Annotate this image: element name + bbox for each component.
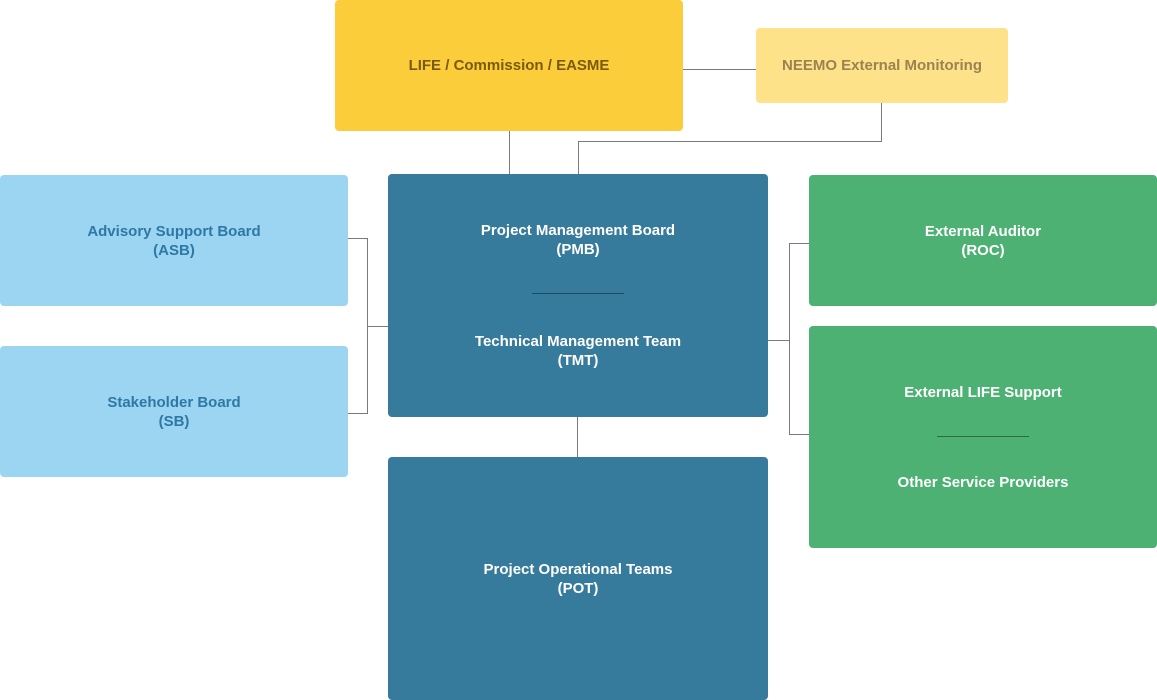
sb-abbreviation: (SB) — [158, 412, 190, 430]
life-commission-easme-box: LIFE / Commission / EASME — [335, 0, 683, 131]
life-commission-easme-label: LIFE / Commission / EASME — [408, 57, 610, 74]
connector-boards-to-pmb — [348, 238, 388, 414]
project-operational-teams-box: Project Operational Teams (POT) — [388, 457, 768, 700]
asb-abbreviation: (ASB) — [153, 241, 195, 259]
pmb-label: Project Management Board — [480, 222, 676, 239]
tmt-label: Technical Management Team — [474, 333, 682, 350]
neemo-label: NEEMO External Monitoring — [781, 57, 982, 74]
tmt-abbreviation: (TMT) — [557, 352, 599, 369]
asb-label: Advisory Support Board — [87, 222, 261, 240]
pot-abbreviation: (POT) — [557, 579, 599, 597]
life-support-label: External LIFE Support — [904, 383, 1062, 401]
other-service-providers-label: Other Service Providers — [897, 473, 1069, 491]
sb-label: Stakeholder Board — [107, 393, 241, 411]
pmb-tmt-box: Project Management Board (PMB) Technical… — [388, 174, 768, 417]
pmb-abbreviation: (PMB) — [556, 241, 600, 258]
neemo-external-monitoring-box: NEEMO External Monitoring — [756, 28, 1008, 103]
external-auditor-box: External Auditor (ROC) — [809, 175, 1157, 306]
pot-label: Project Operational Teams — [483, 560, 673, 578]
pmb-tmt-divider — [532, 293, 624, 294]
stakeholder-board-box: Stakeholder Board (SB) — [0, 346, 348, 477]
connector-neemo-to-pmb — [578, 103, 882, 174]
external-life-support-box: External LIFE Support Other Service Prov… — [809, 326, 1157, 548]
connector-pmb-to-external — [768, 243, 809, 435]
advisory-support-board-box: Advisory Support Board (ASB) — [0, 175, 348, 306]
support-divider — [937, 435, 1029, 437]
auditor-label: External Auditor — [924, 222, 1042, 240]
auditor-abbreviation: (ROC) — [961, 241, 1005, 259]
